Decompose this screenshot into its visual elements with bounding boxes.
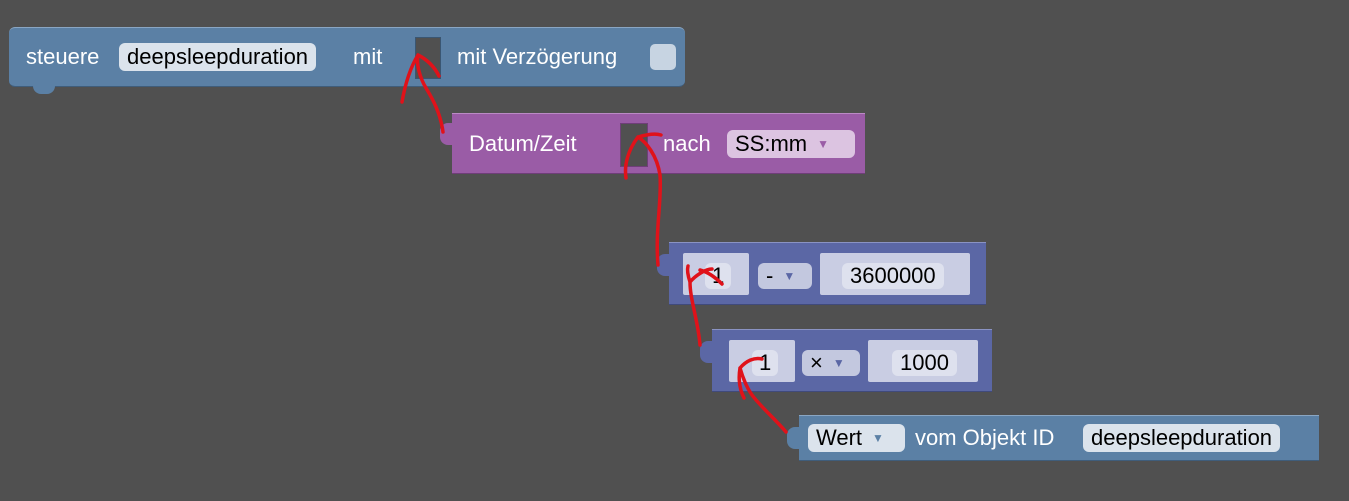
value-input-socket[interactable] <box>415 37 441 79</box>
datetime-format-block[interactable]: Datum/Zeit nach SS:mm ▼ <box>452 113 865 174</box>
set-state-block[interactable]: steuere deepsleepduration mit mit Verzög… <box>9 27 685 87</box>
operand-a-number[interactable]: 1 <box>752 350 779 376</box>
output-connector-tab <box>787 427 801 449</box>
datetime-input-socket[interactable] <box>620 123 648 167</box>
operator-dropdown[interactable]: - ▼ <box>758 263 812 289</box>
operand-b-number[interactable]: 3600000 <box>842 263 944 289</box>
after-label: nach <box>663 130 711 156</box>
format-value: SS:mm <box>735 130 808 156</box>
operator-value: - <box>766 263 774 288</box>
dropdown-arrow-icon: ▼ <box>832 356 845 370</box>
dropdown-arrow-icon: ▼ <box>872 431 884 445</box>
dropdown-arrow-icon: ▼ <box>817 136 830 151</box>
get-state-block[interactable]: Wert ▼ vom Objekt ID deepsleepduration <box>799 415 1319 461</box>
arithmetic-multiply-block[interactable]: 1 × ▼ 1000 <box>712 329 992 392</box>
datetime-label: Datum/Zeit <box>469 130 577 156</box>
with-label: mit <box>353 44 383 69</box>
value-type-dropdown[interactable]: Wert ▼ <box>808 424 905 452</box>
value-type-selected: Wert <box>816 425 863 450</box>
operand-b-number[interactable]: 1000 <box>892 350 957 376</box>
object-id-field[interactable]: deepsleepduration <box>1083 424 1281 452</box>
arithmetic-minus-block[interactable]: 1 - ▼ 3600000 <box>669 242 986 305</box>
delay-label: mit Verzögerung <box>457 44 618 69</box>
operator-value: × <box>810 350 823 375</box>
format-dropdown[interactable]: SS:mm ▼ <box>727 129 855 158</box>
operand-a-number[interactable]: 1 <box>705 263 732 289</box>
object-id-label: vom Objekt ID <box>915 425 1055 450</box>
variable-dropdown[interactable]: deepsleepduration <box>119 43 317 71</box>
delay-checkbox[interactable] <box>650 44 676 70</box>
operator-dropdown[interactable]: × ▼ <box>802 350 860 376</box>
next-statement-tab <box>33 86 55 94</box>
dropdown-arrow-icon: ▼ <box>783 269 796 283</box>
set-state-prefix: steuere <box>26 44 100 69</box>
